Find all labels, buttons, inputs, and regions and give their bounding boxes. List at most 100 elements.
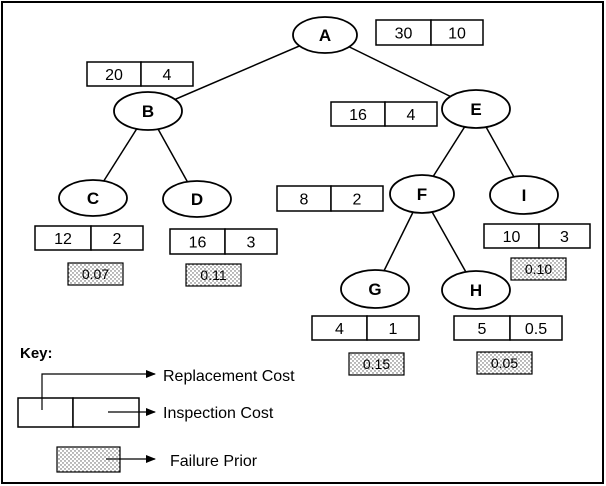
replacement-cost-cell	[276, 185, 332, 212]
replacement-cost-cell	[34, 225, 92, 251]
inspection-cost-cell	[224, 228, 278, 255]
node-label: I	[522, 186, 527, 205]
failure-prior-value: 0.11	[200, 267, 226, 283]
node-ellipse	[441, 89, 511, 129]
inspection-cost-value: 2	[353, 192, 362, 209]
replacement-cost-cell	[86, 61, 142, 87]
node-a: A	[292, 16, 358, 54]
node-d: D	[162, 180, 232, 218]
prior-box-d: 0.11	[185, 263, 242, 287]
cost-box-e: 16 4	[330, 101, 438, 127]
legend-replacement-arrow	[41, 370, 156, 410]
legend-prior-label: Failure Prior	[170, 453, 258, 470]
legend-replacement-label: Replacement Cost	[163, 368, 295, 385]
prior-box-g: 0.15	[348, 352, 405, 376]
node-label: G	[368, 280, 381, 299]
replacement-cost-value: 8	[300, 192, 309, 209]
legend-title: Key:	[20, 345, 53, 362]
failure-prior-value: 0.05	[491, 355, 518, 371]
node-g: G	[340, 269, 410, 309]
replacement-cost-value: 5	[478, 321, 487, 338]
inspection-cost-value: 4	[407, 107, 416, 124]
replacement-cost-value: 12	[54, 231, 72, 248]
prior-box-h: 0.05	[476, 351, 533, 375]
inspection-cost-value: 0.5	[525, 321, 547, 338]
inspection-cost-cell	[430, 19, 484, 46]
node-h: H	[441, 270, 511, 310]
replacement-cost-cell	[375, 19, 432, 46]
prior-cell	[67, 262, 124, 286]
prior-box-c: 0.07	[67, 262, 124, 286]
node-b: B	[113, 91, 183, 131]
failure-prior-value: 0.15	[363, 356, 390, 372]
node-label: H	[470, 281, 482, 300]
inspection-cost-cell	[140, 61, 194, 87]
node-ellipse	[489, 175, 559, 215]
node-ellipse	[292, 16, 358, 54]
node-ellipse	[162, 180, 232, 218]
replacement-cost-cell	[483, 223, 540, 249]
prior-cell	[348, 352, 405, 376]
node-e: E	[441, 89, 511, 129]
node-label: C	[87, 189, 99, 208]
replacement-cost-value: 10	[503, 229, 521, 246]
cost-box-i: 10 3	[483, 223, 591, 249]
inspection-cost-cell	[384, 101, 438, 127]
node-ellipse	[113, 91, 183, 131]
replacement-cost-cell	[311, 315, 368, 341]
inspection-cost-cell	[509, 315, 563, 341]
prior-cell	[185, 263, 242, 287]
inspection-cost-value: 2	[113, 231, 122, 248]
cost-box-a: 30 10	[375, 19, 484, 46]
replacement-cost-value: 4	[335, 321, 344, 338]
node-label: A	[319, 26, 331, 45]
tree-nodes: A B C D E F G H I	[58, 16, 559, 310]
inspection-cost-value: 10	[448, 26, 466, 43]
replacement-cost-value: 16	[189, 235, 207, 252]
node-c: C	[58, 179, 128, 217]
node-ellipse	[389, 174, 455, 214]
inspection-cost-value: 4	[163, 67, 172, 84]
replacement-cost-cell	[453, 315, 511, 341]
failure-prior-value: 0.07	[82, 266, 109, 282]
replacement-cost-value: 30	[395, 26, 413, 43]
edge-a-b	[147, 34, 326, 112]
replacement-cost-cell	[330, 101, 386, 127]
node-ellipse	[58, 179, 128, 217]
inspection-cost-cell	[366, 315, 420, 341]
inspection-cost-value: 3	[247, 235, 256, 252]
legend-replacement-cell	[17, 397, 74, 428]
node-ellipse	[340, 269, 410, 309]
legend: Key: Replacement Cost Inspection Cost Fa…	[17, 345, 295, 473]
cost-box-b: 20 4	[86, 61, 194, 87]
replacement-cost-value: 20	[105, 67, 123, 84]
prior-boxes: 0.07 0.11 0.15 0.05 0.10	[67, 257, 567, 376]
node-label: B	[142, 102, 154, 121]
node-label: D	[191, 190, 203, 209]
node-i: I	[489, 175, 559, 215]
inspection-cost-cell	[330, 185, 384, 212]
node-label: F	[417, 185, 427, 204]
inspection-cost-value: 3	[560, 229, 569, 246]
node-f: F	[389, 174, 455, 214]
prior-box-i: 0.10	[510, 257, 567, 281]
inspection-cost-value: 1	[389, 321, 398, 338]
failure-prior-value: 0.10	[525, 261, 552, 277]
cost-box-c: 12 2	[34, 225, 144, 251]
node-ellipse	[441, 270, 511, 310]
cost-box-d: 16 3	[169, 228, 278, 255]
node-label: E	[470, 100, 481, 119]
inspection-cost-cell	[538, 223, 591, 249]
inspection-cost-cell	[90, 225, 144, 251]
replacement-cost-value: 16	[349, 107, 367, 124]
legend-inspection-label: Inspection Cost	[163, 405, 274, 422]
prior-cell	[510, 257, 567, 281]
prior-cell	[476, 351, 533, 375]
